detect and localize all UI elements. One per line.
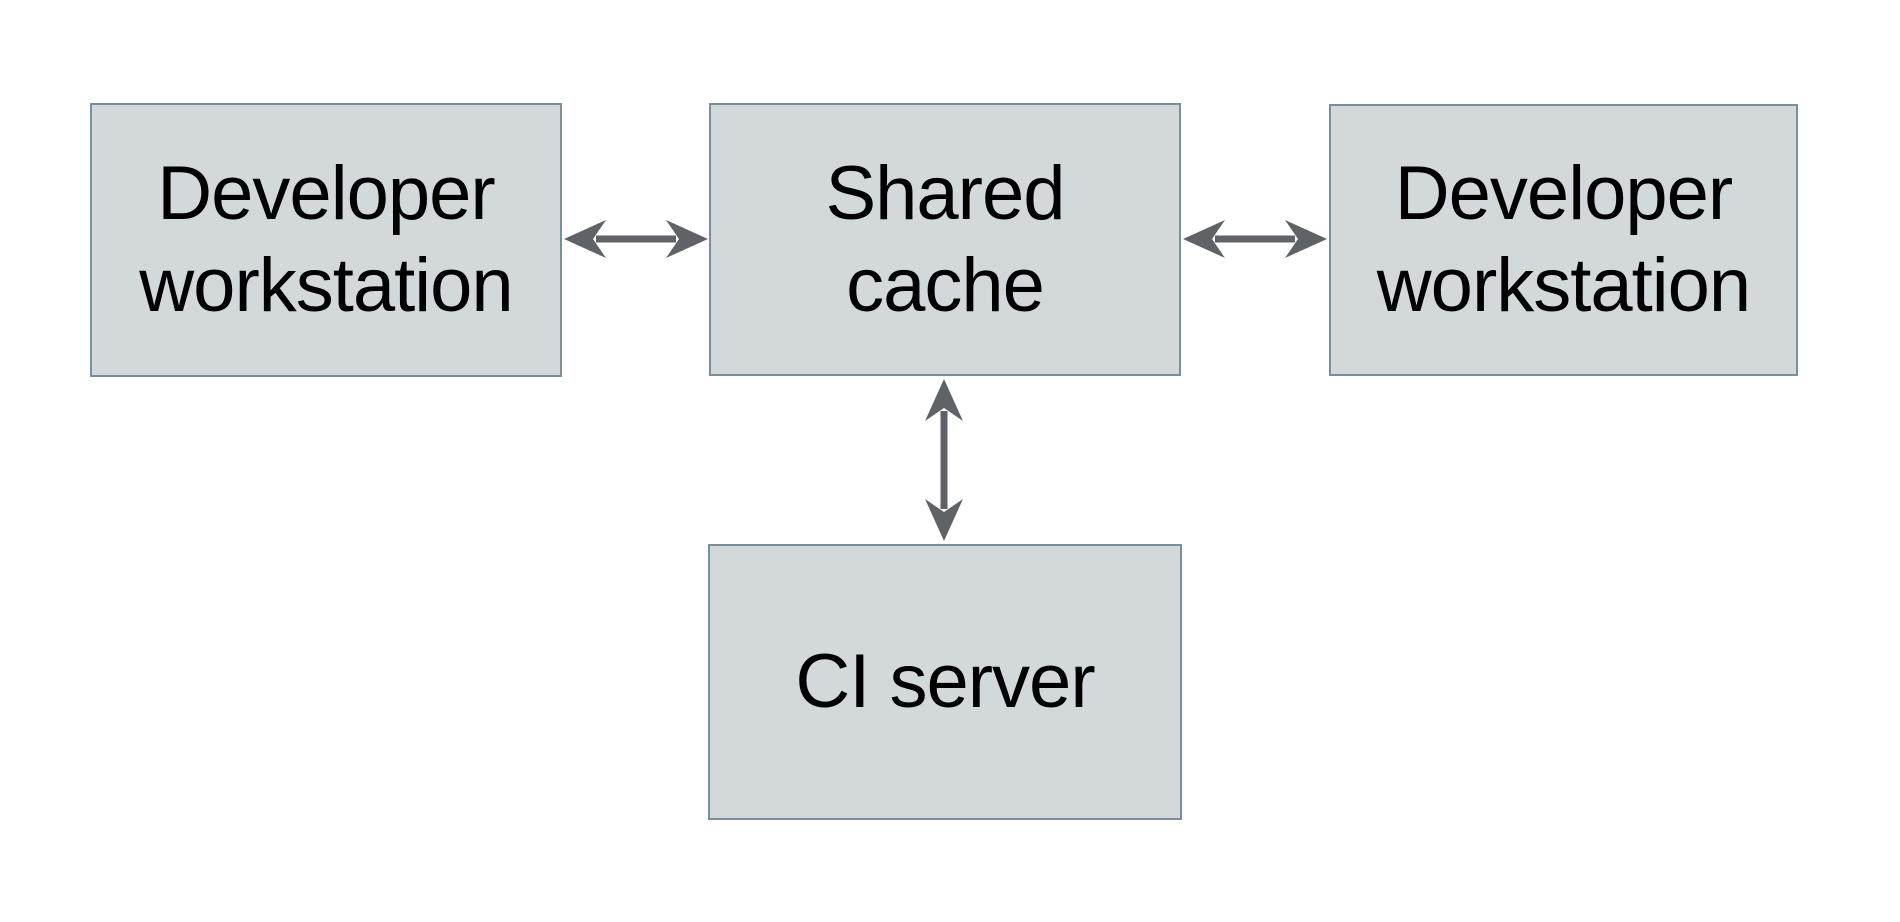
node-label-line: workstation (1376, 243, 1751, 328)
node-label-line: workstation (139, 243, 513, 328)
node-shared-cache: Shared cache (709, 103, 1181, 376)
arrowhead-left-icon (564, 220, 606, 258)
bidirectional-arrow-left-workstation-cache (564, 220, 708, 258)
node-label-line: Developer (1394, 151, 1733, 236)
node-ci-server: CI server (708, 544, 1182, 820)
arrowhead-up-icon (925, 379, 963, 421)
bidirectional-arrow-cache-right-workstation (1183, 220, 1327, 258)
node-developer-workstation-right: Developer workstation (1329, 104, 1798, 376)
arrowhead-right-icon (1285, 220, 1327, 258)
arrowhead-down-icon (925, 499, 963, 541)
arrowhead-left-icon (1183, 220, 1225, 258)
arrowhead-right-icon (666, 220, 708, 258)
node-label-line: CI server (795, 639, 1095, 724)
node-developer-workstation-left: Developer workstation (90, 103, 562, 377)
node-label-line: cache (846, 242, 1045, 328)
node-label-line: Developer (157, 151, 495, 236)
node-label-line: Shared (825, 150, 1065, 236)
bidirectional-arrow-cache-ci-server (925, 379, 963, 541)
